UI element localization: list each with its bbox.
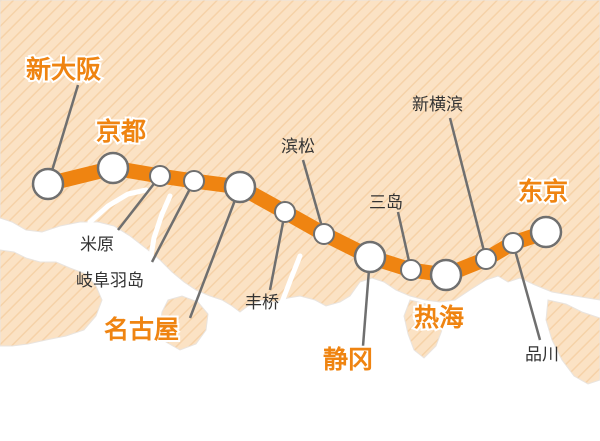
station-label-shin-osaka[interactable]: 新大阪	[24, 53, 103, 86]
station-label-shinagawa[interactable]: 品川	[525, 345, 559, 365]
land-ise-peninsula	[159, 295, 209, 351]
station-marker-shin-osaka[interactable]	[31, 167, 65, 201]
leader-line-maibara	[117, 175, 161, 231]
leader-line-shin-osaka	[46, 84, 80, 185]
station-label-nagoya[interactable]: 名古屋	[102, 313, 181, 346]
land-boso-peninsula	[545, 299, 600, 385]
land-izu-peninsula	[403, 299, 443, 359]
station-label-mishima[interactable]: 三岛	[369, 193, 403, 213]
leader-line-shinagawa	[511, 242, 542, 341]
station-marker-shizuoka[interactable]	[353, 240, 387, 274]
leader-lines	[46, 84, 542, 347]
river-kiso	[147, 193, 173, 265]
leader-line-nagoya	[188, 186, 242, 319]
lake-biwa-shore	[87, 187, 149, 225]
station-label-toyohashi[interactable]: 丰桥	[245, 293, 279, 313]
land-west	[0, 249, 103, 347]
leader-line-shin-yokohama	[448, 117, 488, 260]
coast-lines	[87, 187, 303, 305]
station-marker-tokyo[interactable]	[529, 215, 563, 249]
station-label-gifu-hashima[interactable]: 岐阜羽岛	[76, 271, 144, 291]
hamana-shore	[279, 253, 303, 305]
leader-line-toyohashi	[268, 211, 287, 291]
station-marker-kyoto[interactable]	[96, 151, 130, 185]
station-marker-mishima[interactable]	[400, 259, 422, 281]
station-marker-hamamatsu[interactable]	[313, 223, 335, 245]
station-marker-shin-yokohama[interactable]	[475, 248, 497, 270]
station-label-hamamatsu[interactable]: 滨松	[281, 137, 315, 157]
station-label-shin-yokohama[interactable]: 新横滨	[412, 95, 463, 115]
station-marker-shinagawa[interactable]	[502, 232, 524, 254]
station-marker-toyohashi[interactable]	[274, 201, 296, 223]
station-label-atami[interactable]: 热海	[412, 301, 466, 334]
station-label-shizuoka[interactable]: 静冈	[321, 343, 375, 376]
station-label-tokyo[interactable]: 东京	[516, 175, 570, 208]
station-marker-gifu-hashima[interactable]	[183, 170, 205, 192]
station-marker-nagoya[interactable]	[223, 170, 257, 204]
station-markers	[31, 151, 563, 292]
station-marker-atami[interactable]	[429, 258, 463, 292]
station-label-kyoto[interactable]: 京都	[94, 115, 148, 148]
land-north	[0, 0, 600, 313]
leader-line-hamamatsu	[301, 159, 326, 235]
land-masses	[0, 0, 600, 385]
station-label-maibara[interactable]: 米原	[80, 235, 114, 255]
leader-line-gifu-hashima	[150, 180, 196, 263]
station-marker-maibara[interactable]	[149, 165, 171, 187]
